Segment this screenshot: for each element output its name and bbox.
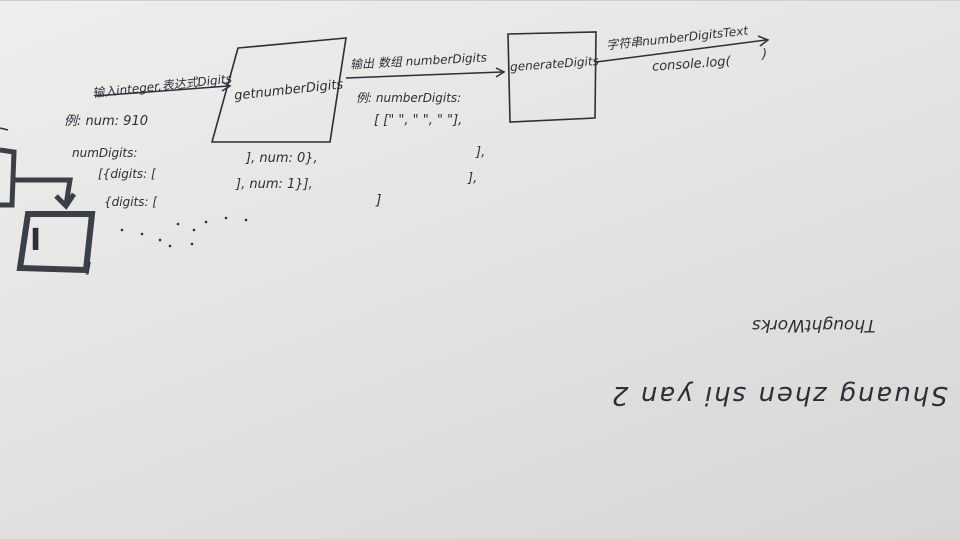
upside-line2: Shuang zhen shi yan 2 <box>610 380 948 410</box>
digit-row2: {digits: [ <box>104 195 158 209</box>
console-close: ) <box>762 47 768 62</box>
example-num: 例: num: 910 <box>64 114 148 129</box>
example2-row1: [ [" ", " ", " "], <box>374 113 463 128</box>
example-digits-key: numDigits: <box>72 146 138 160</box>
digit-row2-end: ], num: 1}], <box>236 177 313 192</box>
example2-close: ] <box>376 193 382 209</box>
box-numeral: I <box>30 223 42 258</box>
example2-row3-end: ], <box>468 171 478 186</box>
bracket-close: ] <box>86 261 92 277</box>
example2-key: 例: numberDigits: <box>356 91 462 105</box>
digit-row1-end: ], num: 0}, <box>246 151 318 166</box>
upside-line1: ThoughtWorks <box>752 315 876 335</box>
example2-row2-end: ], <box>476 145 486 160</box>
digit-row1: [{digits: [ <box>98 167 156 181</box>
